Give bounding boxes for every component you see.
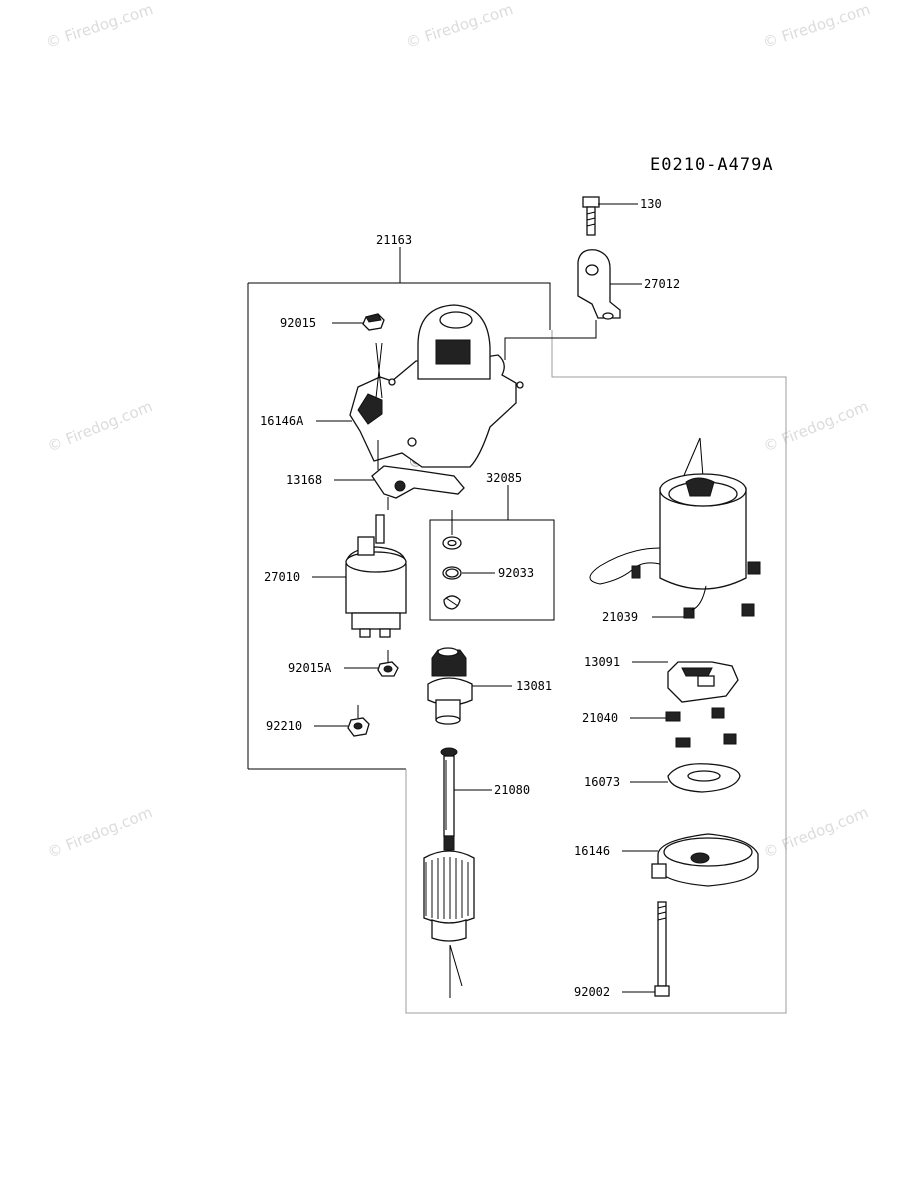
label-92002: 92002 (574, 985, 610, 999)
watermark-top-center: © Firedog.com (404, 0, 516, 52)
label-21163: 21163 (376, 233, 412, 247)
lever-13168 (371, 440, 465, 510)
label-92015: 92015 (280, 316, 316, 330)
label-13168: 13168 (286, 473, 322, 487)
assembly-frames (247, 247, 787, 1014)
label-92015A: 92015A (288, 661, 332, 675)
label-16146A: 16146A (260, 414, 304, 428)
through-bolt-92002 (654, 901, 670, 997)
label-21040: 21040 (582, 711, 618, 725)
watermark-low-left: © Firedog.com (45, 803, 155, 861)
watermark-mid-left: © Firedog.com (45, 397, 155, 455)
armature-21080 (423, 747, 475, 998)
plate-16073 (667, 763, 741, 793)
label-13081: 13081 (516, 679, 552, 693)
nut-92015A (377, 661, 399, 677)
label-92210: 92210 (266, 719, 302, 733)
bracket-27012 (504, 249, 621, 360)
brush-holder-13091 (667, 661, 739, 703)
watermark-top-left: © Firedog.com (44, 0, 156, 52)
pinion-13081 (427, 647, 473, 725)
solenoid-27010 (345, 514, 407, 668)
label-21080: 21080 (494, 783, 530, 797)
end-cover-16146 (651, 833, 759, 887)
label-27012: 27012 (644, 277, 680, 291)
diagram-code: E0210-A479A (650, 155, 774, 175)
watermark-low-right: © Firedog.com (761, 803, 871, 861)
part-labels: 130 27012 21163 92015 16146A 13168 32085… (260, 197, 680, 999)
label-13091: 13091 (584, 655, 620, 669)
watermark-mid-right: © Firedog.com (761, 397, 871, 455)
springs-21040 (665, 707, 737, 748)
label-21039: 21039 (602, 610, 638, 624)
washer-group-32085 (442, 510, 462, 610)
label-16146: 16146 (574, 844, 610, 858)
label-27010: 27010 (264, 570, 300, 584)
label-32085: 32085 (486, 471, 522, 485)
nut-92210 (347, 705, 370, 737)
bolt-130 (582, 196, 600, 236)
watermark-top-right: © Firedog.com (761, 0, 873, 52)
yoke-21039 (589, 437, 761, 619)
nut-92015 (362, 313, 385, 331)
label-130: 130 (640, 197, 662, 211)
label-16073: 16073 (584, 775, 620, 789)
housing-16146A (349, 304, 524, 468)
label-92033: 92033 (498, 566, 534, 580)
leader-lines (312, 203, 684, 993)
